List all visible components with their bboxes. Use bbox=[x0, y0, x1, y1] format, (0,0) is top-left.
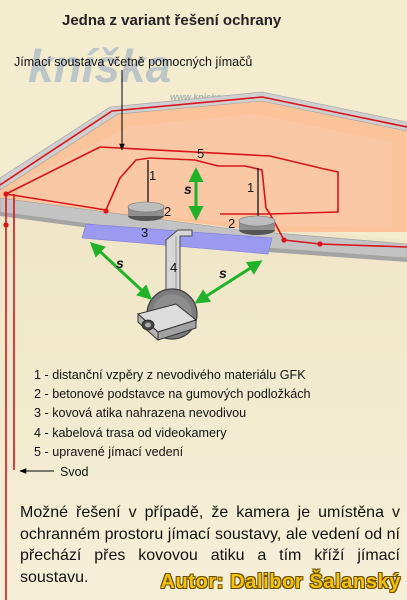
down-conductor-label: Svod bbox=[60, 465, 89, 479]
label-4: 4 bbox=[170, 260, 177, 275]
legend-item: 3 - kovová atika nahrazena nevodivou bbox=[34, 406, 247, 421]
pointer-arrows bbox=[19, 70, 125, 474]
label-1-left: 1 bbox=[149, 168, 156, 183]
description-note: Možné řešení v případě, že kamera je umí… bbox=[20, 504, 400, 586]
camera-icon bbox=[136, 288, 198, 342]
label-s-right: s bbox=[219, 265, 227, 281]
wire-joints bbox=[3, 191, 323, 247]
label-5: 5 bbox=[197, 146, 204, 161]
label-2-left: 2 bbox=[164, 204, 171, 219]
legend-item: 4 - kabelová trasa od videokamery bbox=[34, 425, 227, 440]
watermark-logo: kníška www.kniska bbox=[28, 40, 221, 102]
label-2-right: 2 bbox=[228, 216, 235, 231]
legend: 1 - distanční vzpěry z nevodivého materi… bbox=[34, 366, 311, 462]
air-termination-wires bbox=[0, 96, 407, 600]
concrete-base-icon bbox=[238, 215, 276, 235]
legend-item: 5 - upravené jímací vedení bbox=[34, 444, 184, 459]
label-s-vertical: s bbox=[184, 181, 192, 197]
distance-arrows bbox=[89, 167, 263, 304]
watermark-logo-text: kníška bbox=[28, 40, 171, 92]
label-3: 3 bbox=[141, 225, 148, 240]
roof-surface bbox=[0, 96, 407, 232]
legend-item: 2 - betonové podstavce na gumových podlo… bbox=[34, 387, 311, 402]
author-credit: Autor: Dalibor Šalanský bbox=[160, 571, 401, 593]
watermark-url-text: www.kniska bbox=[170, 92, 221, 102]
label-1-right: 1 bbox=[247, 180, 254, 195]
diagram-title: Jedna z variant řešení ochrany bbox=[62, 12, 282, 29]
legend-item: 1 - distanční vzpěry z nevodivého materi… bbox=[34, 368, 306, 382]
diagram-subtitle: Jímací soustava včetně pomocných jímačů bbox=[14, 55, 253, 69]
concrete-base-icon bbox=[127, 201, 165, 221]
label-s-left: s bbox=[116, 255, 124, 271]
